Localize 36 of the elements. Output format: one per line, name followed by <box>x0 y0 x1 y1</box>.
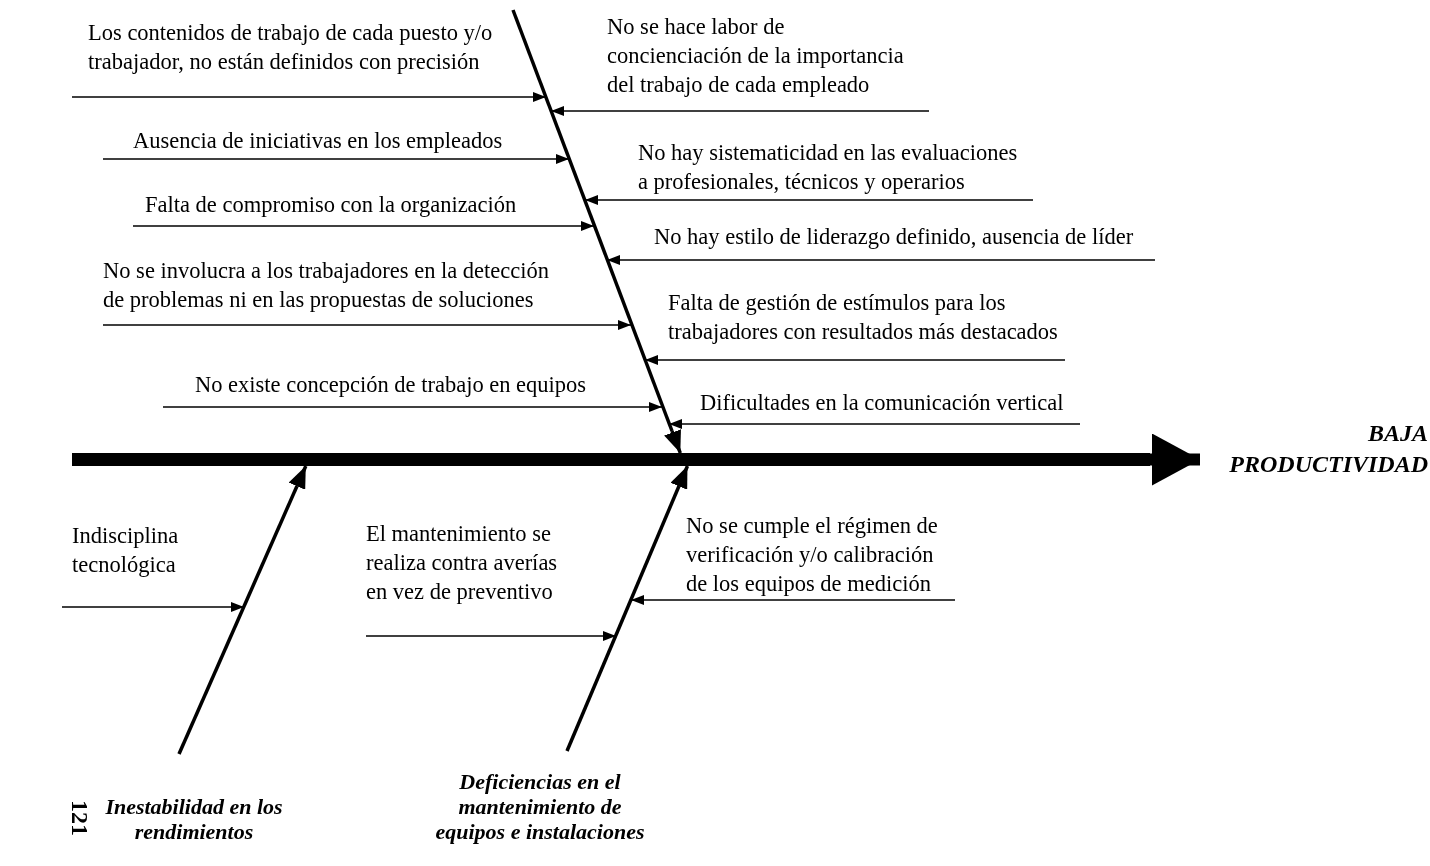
category-label: Deficiencias en el mantenimiento de equipos e instalaciones <box>434 769 646 844</box>
cause-label: Indisciplina tecnológica <box>62 521 207 607</box>
cause-label: No se involucra a los trabajadores en la detección de problemas ni en las propuestas de soluciones <box>103 256 578 325</box>
cause-arrow <box>584 195 1034 205</box>
cause-arrow <box>162 402 663 412</box>
cause-label: Dificultades en la comunicación vertical <box>700 388 1080 424</box>
cause-arrow <box>102 320 632 330</box>
bone-arrow <box>670 465 690 490</box>
bone-line <box>567 486 679 751</box>
cause-arrow <box>550 106 930 116</box>
bone-arrow <box>288 465 308 490</box>
category-label: Inestabilidad en los rendimientos <box>104 794 284 844</box>
cause-arrow <box>644 355 1066 365</box>
cause-label: No existe concepción de trabajo en equipos <box>163 370 623 407</box>
cause-label: El mantenimiento se realiza contra averías en vez de preventivo <box>366 519 564 636</box>
cause-label: Falta de gestión de estímulos para los trabajadores con resultados más destacados <box>668 288 1065 360</box>
cause-arrow <box>365 631 617 641</box>
page-number: 121 <box>68 800 92 836</box>
cause-arrow <box>71 92 547 102</box>
cause-label: No se cumple el régimen de verificación y/o calibración de los equipos de medición <box>686 511 955 600</box>
bone-arrow <box>664 429 682 454</box>
cause-label: Falta de compromiso con la organización <box>133 190 533 226</box>
cause-label: Ausencia de iniciativas en los empleados <box>103 126 528 159</box>
cause-label: No se hace labor de concienciación de la importancia del trabajo de cada empleado <box>607 12 929 111</box>
effect-label: BAJA PRODUCTIVIDAD <box>1200 418 1428 484</box>
cause-arrow <box>606 255 1156 265</box>
bone-line <box>179 486 297 754</box>
cause-arrow <box>61 602 245 612</box>
cause-arrow <box>668 419 1081 429</box>
cause-label: Los contenidos de trabajo de cada puesto y/o trabajador, no están definidos con precisión <box>72 18 512 97</box>
cause-arrow <box>132 221 595 231</box>
bone-arrow <box>1150 433 1200 486</box>
cause-arrow <box>630 595 956 605</box>
cause-arrow <box>102 154 570 164</box>
cause-label: No hay sistematicidad en las evaluaciones a profesionales, técnicos y operarios <box>638 138 1033 200</box>
cause-label: No hay estilo de liderazgo definido, ausencia de líder <box>654 222 1155 260</box>
